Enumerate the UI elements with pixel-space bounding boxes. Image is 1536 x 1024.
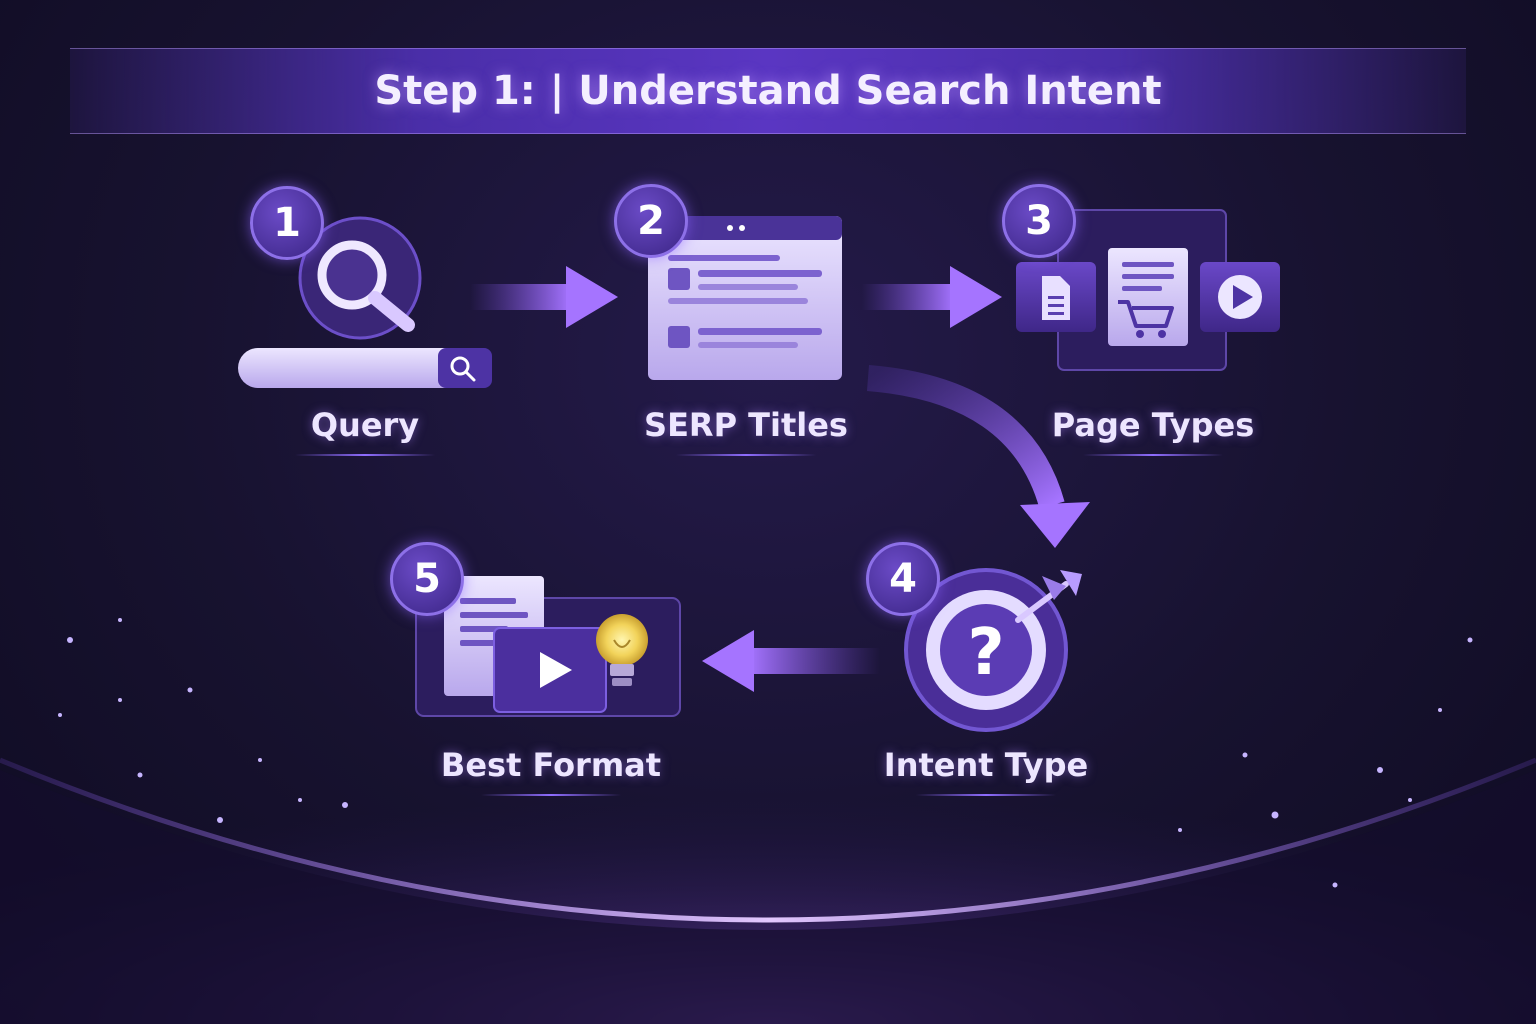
step-5-badge: 5 [390, 542, 464, 616]
step-3-label: Page Types [993, 406, 1313, 456]
step1-icon-group [238, 216, 492, 388]
step3-icon-group [1016, 209, 1280, 371]
step-3-label-text: Page Types [1051, 406, 1255, 444]
step-1-label: Query [205, 406, 525, 456]
step-5-label-text: Best Format [440, 746, 662, 784]
arrow-4-5 [702, 630, 880, 692]
video-play-icon [493, 627, 607, 713]
lightbulb-icon [596, 614, 648, 686]
browser-window-icon [648, 216, 842, 380]
step-4-label-text: Intent Type [883, 746, 1089, 784]
step-2-badge: 2 [614, 184, 688, 258]
step-5-label: Best Format [391, 746, 711, 796]
horizon-arc [0, 757, 1536, 923]
arrow-2-4 [866, 365, 1090, 548]
step-4-badge: 4 [866, 542, 940, 616]
arrow-2-3 [862, 266, 1002, 328]
search-bar [238, 348, 492, 388]
step-4-label: Intent Type [826, 746, 1146, 796]
title-banner: Step 1: | Understand Search Intent [70, 48, 1466, 134]
play-icon [1200, 262, 1280, 332]
step-1-label-text: Query [310, 406, 420, 444]
arrow-dart-icon [1015, 570, 1082, 623]
step-3-badge: 3 [1002, 184, 1076, 258]
magnifier-icon [317, 240, 415, 332]
shopping-cart-icon [1108, 248, 1188, 346]
search-icon [450, 356, 476, 382]
step-2-label: SERP Titles [586, 406, 906, 456]
arrow-1-2 [470, 266, 618, 328]
page-title: Step 1: | Understand Search Intent [374, 68, 1162, 114]
step5-icon-group [415, 576, 681, 717]
step-1-badge: 1 [250, 186, 324, 260]
step-2-label-text: SERP Titles [644, 406, 848, 444]
document-icon [1016, 262, 1096, 332]
stars [58, 618, 1473, 888]
question-target-icon: ? [904, 568, 1068, 732]
svg-text:?: ? [967, 616, 1004, 690]
